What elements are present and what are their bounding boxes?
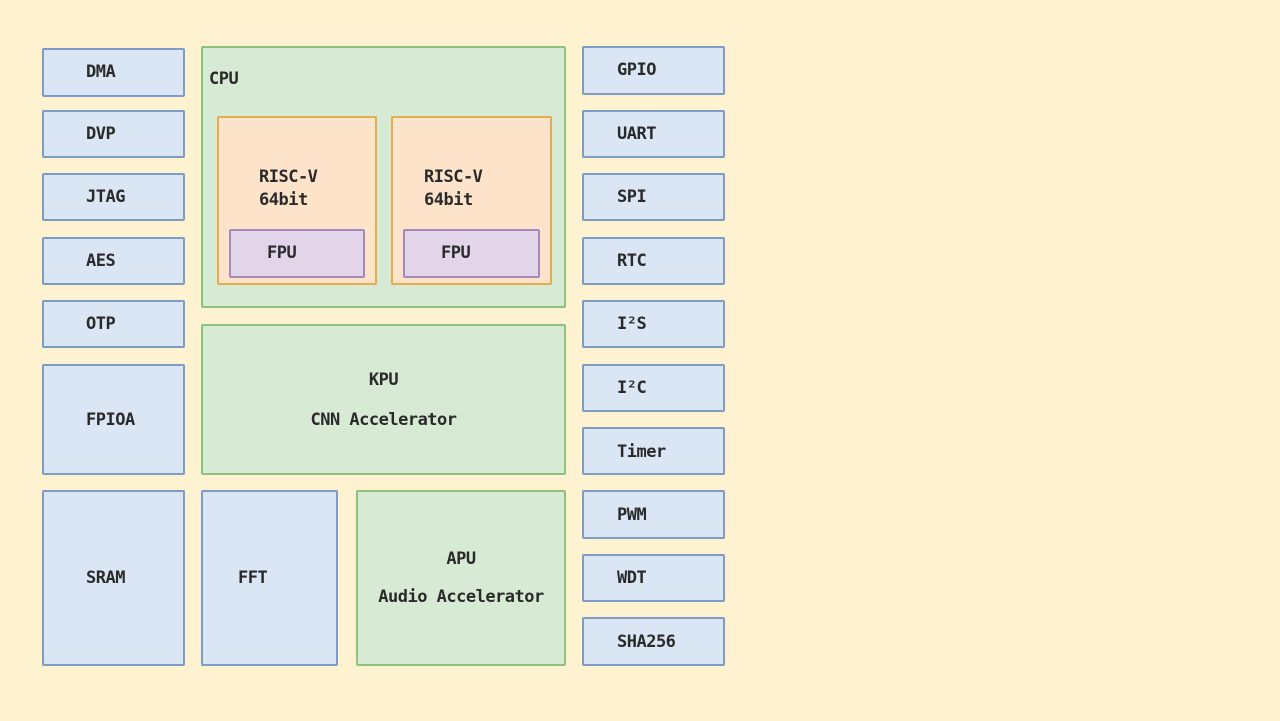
- fpu-label: FPU: [441, 243, 471, 263]
- block-spi: SPI: [582, 173, 725, 221]
- block-timer: Timer: [582, 427, 725, 475]
- block-label: UART: [617, 124, 656, 144]
- block-i2s: I²S: [582, 300, 725, 348]
- block-dvp: DVP: [42, 110, 185, 158]
- block-cpu: CPU RISC-V 64bit FPU RISC-V 64bit FPU: [201, 46, 566, 308]
- block-uart: UART: [582, 110, 725, 158]
- core-width-label: 64bit: [424, 190, 473, 210]
- block-fpu-1: FPU: [229, 229, 365, 278]
- block-kpu: KPU CNN Accelerator: [201, 324, 566, 475]
- block-otp: OTP: [42, 300, 185, 348]
- block-fpu-2: FPU: [403, 229, 540, 278]
- block-dma: DMA: [42, 48, 185, 97]
- apu-description: Audio Accelerator: [378, 587, 544, 607]
- block-label: I²S: [617, 314, 647, 334]
- block-core-1: RISC-V 64bit FPU: [217, 116, 377, 285]
- block-label: PWM: [617, 505, 647, 525]
- block-label: I²C: [617, 378, 647, 398]
- block-label: FFT: [238, 568, 268, 588]
- block-label: FPIOA: [86, 410, 135, 430]
- block-i2c: I²C: [582, 364, 725, 412]
- core-arch-label: RISC-V: [424, 167, 483, 187]
- block-sha256: SHA256: [582, 617, 725, 666]
- kpu-label: KPU: [368, 369, 399, 390]
- block-label: SPI: [617, 187, 647, 207]
- block-label: JTAG: [86, 187, 125, 207]
- block-fpioa: FPIOA: [42, 364, 185, 475]
- block-pwm: PWM: [582, 490, 725, 539]
- kpu-description: CNN Accelerator: [310, 409, 457, 430]
- block-label: WDT: [617, 568, 647, 588]
- block-apu: APU Audio Accelerator: [356, 490, 566, 666]
- block-label: DVP: [86, 124, 116, 144]
- block-sram: SRAM: [42, 490, 185, 666]
- block-label: SRAM: [86, 568, 125, 588]
- block-label: SHA256: [617, 632, 676, 652]
- block-core-2: RISC-V 64bit FPU: [391, 116, 552, 285]
- block-jtag: JTAG: [42, 173, 185, 221]
- block-aes: AES: [42, 237, 185, 285]
- block-label: GPIO: [617, 60, 656, 80]
- block-label: AES: [86, 251, 116, 271]
- block-label: OTP: [86, 314, 116, 334]
- block-label: RTC: [617, 251, 647, 271]
- block-fft: FFT: [201, 490, 338, 666]
- fpu-label: FPU: [267, 243, 297, 263]
- block-label: Timer: [617, 442, 666, 462]
- block-label: DMA: [86, 62, 116, 82]
- block-rtc: RTC: [582, 237, 725, 285]
- block-wdt: WDT: [582, 554, 725, 602]
- block-gpio: GPIO: [582, 46, 725, 95]
- core-width-label: 64bit: [259, 190, 308, 210]
- core-arch-label: RISC-V: [259, 167, 318, 187]
- apu-label: APU: [446, 549, 476, 569]
- cpu-label: CPU: [209, 69, 239, 89]
